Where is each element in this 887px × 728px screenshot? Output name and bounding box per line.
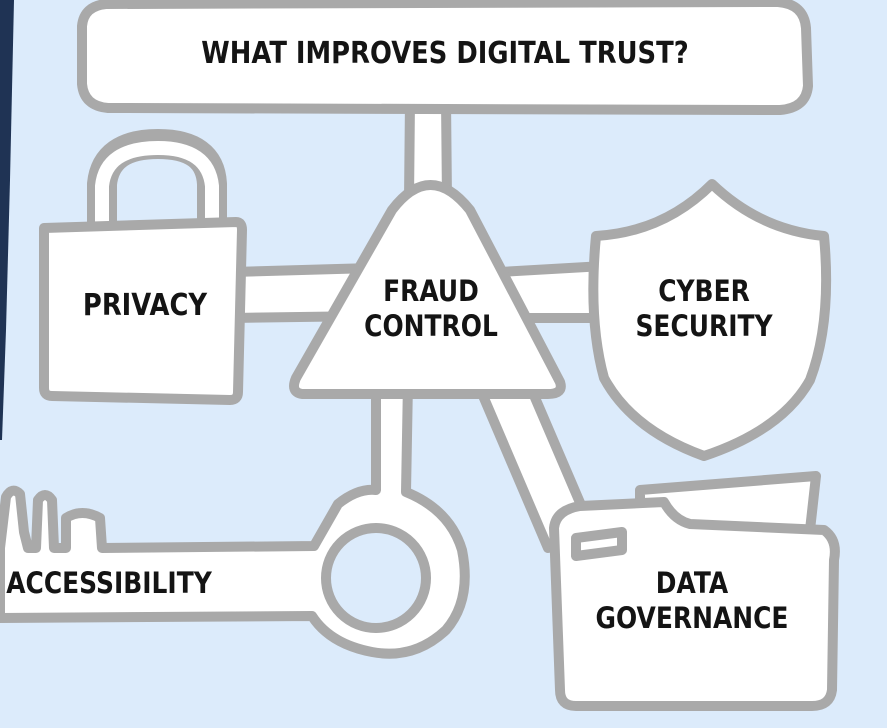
folder-tab-detail xyxy=(571,527,627,561)
left-dark-panel xyxy=(0,0,14,440)
node-label-cyber-security: CYBER SECURITY xyxy=(635,274,773,343)
center-label: FRAUD CONTROL xyxy=(349,274,512,344)
node-label-accessibility: ACCESSIBILITY xyxy=(6,566,212,600)
center-label-line2: CONTROL xyxy=(364,308,498,343)
diagram-title: WHAT IMPROVES DIGITAL TRUST? xyxy=(201,36,689,71)
node-label-privacy: PRIVACY xyxy=(82,288,208,323)
node-label-data-governance: DATA GOVERNANCE xyxy=(595,566,789,635)
center-triangle xyxy=(289,180,566,399)
padlock-shackle-inner xyxy=(95,141,219,235)
key-ring-hole xyxy=(321,523,431,633)
shield-icon xyxy=(588,179,832,461)
title-banner xyxy=(77,0,813,115)
center-label-line1: FRAUD xyxy=(383,274,479,308)
padlock-icon xyxy=(39,217,247,405)
